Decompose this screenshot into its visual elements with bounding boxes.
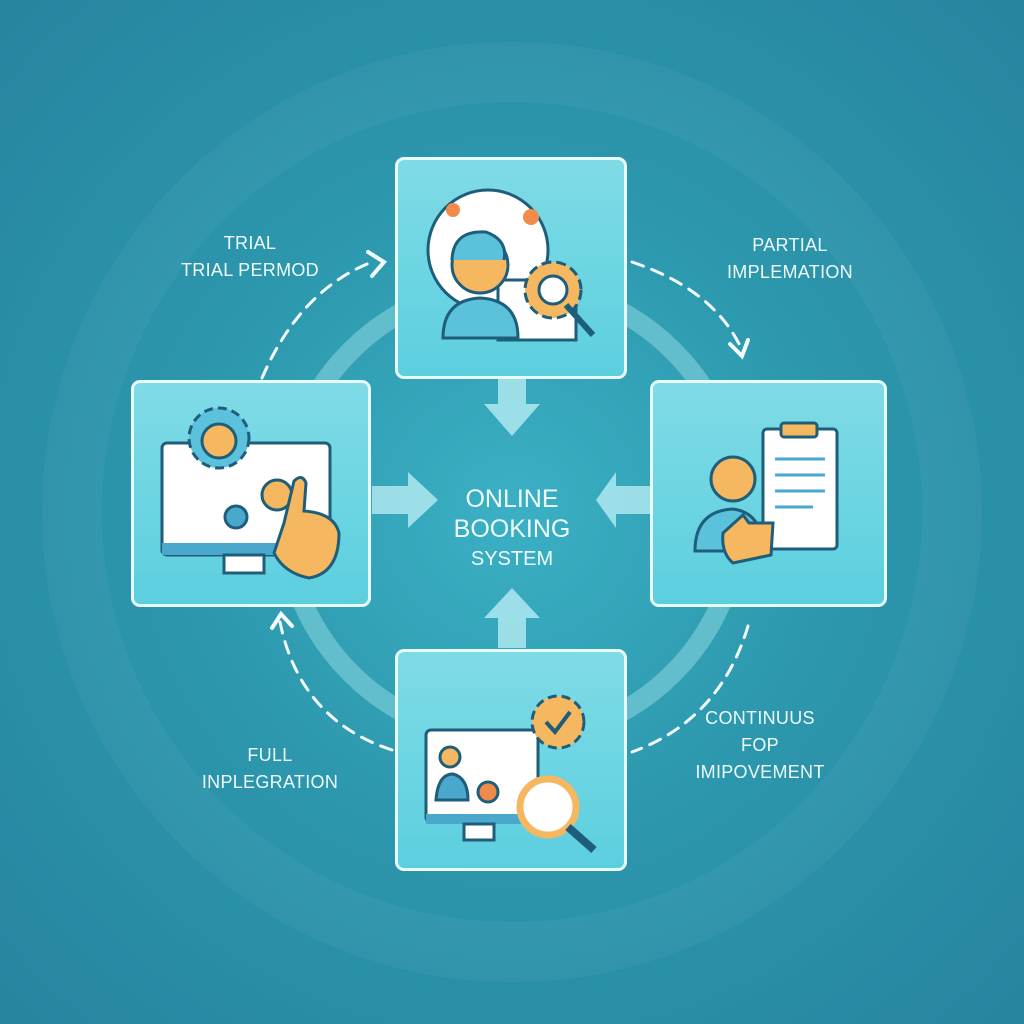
center-title-line2: BOOKING	[453, 515, 571, 543]
center-title: ONLINE BOOKING SYSTEM	[412, 484, 612, 574]
clipboard-thumbs-up-icon	[693, 421, 839, 565]
card-analytics	[131, 380, 371, 607]
arrow-bottom-to-center	[484, 588, 540, 648]
dashed-arrow-partial	[630, 260, 744, 352]
monitor-magnifier-icon	[424, 694, 597, 853]
label-line: TRIAL PERMOD	[181, 260, 319, 280]
label-line: IMPLEMATION	[727, 262, 853, 282]
label-line: IMIPOVEMENT	[695, 762, 825, 782]
dashed-arrow-trial	[260, 260, 374, 380]
arrowhead-icon	[270, 610, 294, 630]
arrowhead-icon	[366, 250, 388, 278]
label-full-integration: FULL INPLEGRATION	[180, 742, 360, 796]
arrowhead-icon	[728, 338, 750, 360]
center-title-line3: SYSTEM	[470, 548, 554, 570]
label-partial-implementation: PARTIAL IMPLEMATION	[690, 232, 890, 286]
card-approval	[650, 380, 887, 607]
arrow-right-to-center	[596, 472, 650, 528]
label-line: INPLEGRATION	[201, 772, 339, 792]
label-line: TRIAL	[223, 233, 277, 253]
label-line: PARTIAL	[752, 235, 828, 255]
label-line: FULL	[247, 745, 293, 765]
label-line: FOP	[741, 735, 779, 755]
dashed-arrow-continuous	[630, 624, 750, 754]
monitor-lightbulb-icon	[160, 406, 341, 580]
label-continuous-improvement: CONTINUUS FOP IMIPOVEMENT	[670, 705, 850, 786]
card-consultation	[395, 157, 627, 379]
pointing-hand-icon	[272, 476, 341, 580]
label-trial-period: TRIAL TRIAL PERMOD	[160, 230, 340, 284]
arrow-left-to-center	[372, 472, 438, 528]
arrow-top-to-center	[484, 374, 540, 436]
dashed-arrow-full	[278, 620, 394, 752]
person-gear-icon	[426, 188, 596, 342]
card-improvement	[395, 649, 627, 871]
center-title-line1: ONLINE	[465, 485, 559, 513]
label-line: CONTINUUS	[705, 708, 815, 728]
